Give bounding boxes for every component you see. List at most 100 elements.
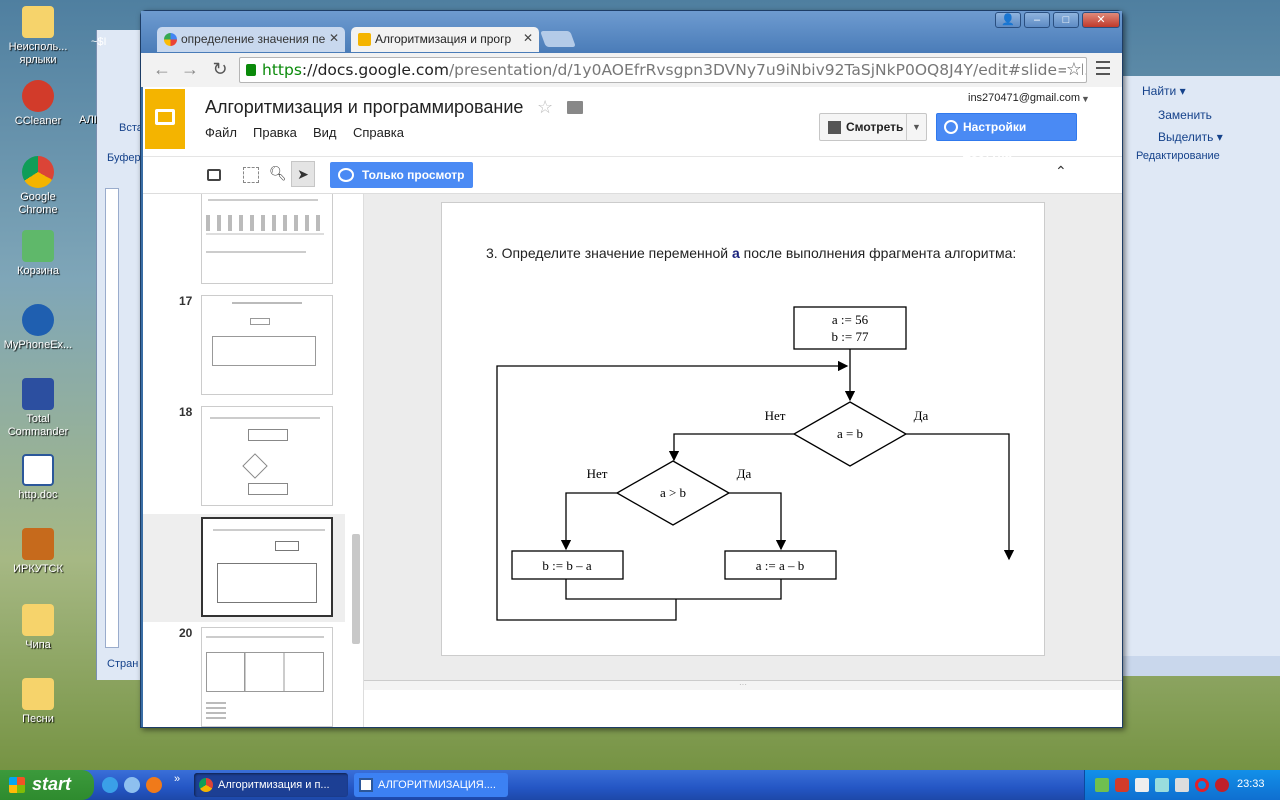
share-button[interactable]: Настройки доступа [936,113,1077,160]
floppy-icon [22,378,54,410]
task-label: Алгоритмизация и п... [218,779,330,791]
question-variable: a [731,245,740,261]
chevron-down-icon[interactable]: ▼ [1081,94,1090,104]
present-button[interactable]: Смотреть ▼ [819,113,927,141]
collapse-icon[interactable]: ⌃ [1055,163,1067,179]
browser-toolbar: ← → ↻ https://docs.google.com/presentati… [141,53,1122,87]
slide-thumb-18[interactable] [201,406,333,506]
close-window-button[interactable]: ✕ [1082,12,1120,28]
word-doc-icon [22,454,54,486]
tab-presentation[interactable]: Алгоритмизация и прогр ✕ [351,27,539,52]
volume-icon[interactable] [1175,778,1189,792]
desktop-icon-myphoneexplorer[interactable]: MyPhoneEx... [2,304,74,352]
account-email[interactable]: ins270471@gmail.com [968,92,1081,104]
quicklaunch-ie-icon[interactable] [102,777,118,793]
chevron-down-icon[interactable]: ▼ [906,114,926,140]
reload-icon[interactable]: ↻ [212,59,228,79]
menu-file[interactable]: Файл [205,125,237,140]
taskbar: start » Алгоритмизация и п... АЛГОРИТМИЗ… [0,770,1280,800]
select-box-icon[interactable] [243,167,259,183]
select-label: Выделить [1158,130,1214,144]
desktop-icon-songs[interactable]: Песни [2,678,74,726]
quicklaunch-expand-icon[interactable]: » [174,773,181,785]
flash-icon[interactable] [1215,778,1229,792]
slide-thumb-19[interactable] [201,517,333,617]
flowchart: a := 56 b := 77 a = b a > b Нет Да Нет Д… [496,306,1015,621]
chrome-menu-icon[interactable] [1096,61,1110,75]
antivirus-icon[interactable] [1115,778,1129,792]
filmstrip-scrollbar[interactable] [352,534,360,644]
user-button[interactable]: 👤 [995,12,1021,28]
document-title[interactable]: Алгоритмизация и программирование [205,97,524,117]
desktop-icon-recycle-bin[interactable]: Корзина [2,230,74,278]
desktop-icon-ccleaner[interactable]: CCleaner [2,80,74,128]
new-tab-button[interactable] [540,31,576,47]
network-icon[interactable] [1095,778,1109,792]
tab-search[interactable]: определение значения пе ✕ [157,27,345,52]
desktop-icon-label: Total Commander [7,413,69,438]
back-icon[interactable]: ← [153,59,171,79]
task-word[interactable]: АЛГОРИТМИЗАЦИЯ.... [354,773,508,797]
opera-icon[interactable] [1195,778,1209,792]
select-button[interactable]: Выделить ▾ [1158,130,1223,144]
replace-button[interactable]: Заменить [1158,108,1212,122]
slides-logo-icon[interactable] [145,89,185,149]
desktop-icon-chipa[interactable]: Чипа [2,604,74,652]
view-only-button[interactable]: Только просмотр ▾ [330,162,473,208]
word-status-page: Стран [107,658,139,670]
slide-thumb-17[interactable] [201,295,333,395]
init-line-a: a := 56 [832,312,869,327]
menu-edit[interactable]: Правка [253,125,297,140]
start-button[interactable]: start [0,770,94,800]
desktop-icon-chrome[interactable]: Google Chrome [2,156,74,217]
word-ribbon-right: Найти ▾ Заменить Выделить ▾ Редактирован… [1122,76,1280,676]
desktop-icon-label: http.doc [18,489,58,501]
tray-app-icon[interactable] [1135,778,1149,792]
star-icon[interactable]: ☆ [537,97,554,117]
speaker-notes[interactable] [364,690,1122,727]
pointer-icon[interactable]: ➤ [291,161,315,187]
folder-icon [22,604,54,636]
desktop-icon-unused-shortcuts[interactable]: Неисполь... ярлыки [2,6,74,67]
menu-view[interactable]: Вид [313,125,337,140]
slide-thumb-16[interactable] [201,194,333,284]
tray-app-icon[interactable] [1155,778,1169,792]
folder-icon[interactable] [567,101,583,114]
docs-header: Алгоритмизация и программирование ☆ Файл… [143,87,1122,160]
task-chrome[interactable]: Алгоритмизация и п... [194,773,348,797]
maximize-button[interactable]: □ [1053,12,1079,28]
slide-thumb-20[interactable] [201,627,333,727]
slide-number: 20 [179,626,193,640]
desktop-icon-irkutsk[interactable]: ИРКУТСК [2,528,74,576]
quicklaunch-explorer-icon[interactable] [124,777,140,793]
find-button[interactable]: Найти ▾ [1142,84,1186,98]
desktop-icon-label: Песни [22,713,54,725]
view-only-label: Только просмотр [362,168,465,182]
desktop-icon-label: Корзина [17,265,59,277]
menu-help[interactable]: Справка [353,125,404,140]
address-bar[interactable]: https://docs.google.com/presentation/d/1… [239,57,1087,83]
quicklaunch-app-icon[interactable] [146,777,162,793]
word-zoom-bar [1122,656,1280,676]
notes-divider[interactable]: ··· [364,680,1122,690]
print-icon[interactable] [207,169,221,181]
condition-equal-label: a = b [837,426,863,441]
close-icon[interactable]: ✕ [522,31,533,45]
close-icon[interactable]: ✕ [328,31,339,45]
desktop-icon-total-commander[interactable]: Total Commander [2,378,74,439]
zoom-icon[interactable]: 🔍︎ [269,165,287,181]
task-label: АЛГОРИТМИЗАЦИЯ.... [378,779,496,791]
google-icon [164,33,177,46]
star-icon[interactable]: ☆ [1065,58,1082,82]
condition-greater-label: a > b [660,485,686,500]
folder-icon [22,678,54,710]
forward-icon[interactable]: → [181,59,199,79]
find-label: Найти [1142,84,1177,98]
clock[interactable]: 23:33 [1237,778,1265,790]
word-ruler [105,188,119,648]
desktop-icon-label: Google Chrome [18,191,58,216]
desktop-icon-http-doc[interactable]: http.doc [2,454,74,502]
minimize-button[interactable]: – [1024,12,1050,28]
present-label: Смотреть [846,120,904,134]
slides-icon [358,33,371,46]
